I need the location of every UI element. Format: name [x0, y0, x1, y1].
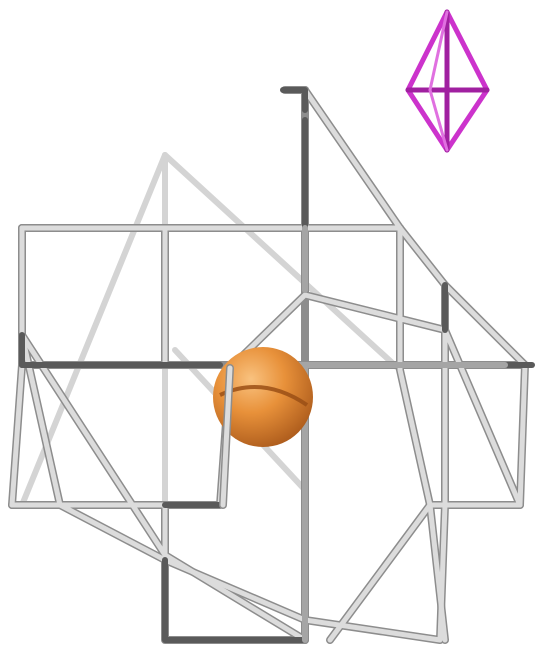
octahedron-marker-icon [408, 12, 487, 150]
back-bonds [22, 155, 400, 505]
bond-back-1 [22, 155, 165, 505]
bond-back-2 [165, 155, 400, 370]
